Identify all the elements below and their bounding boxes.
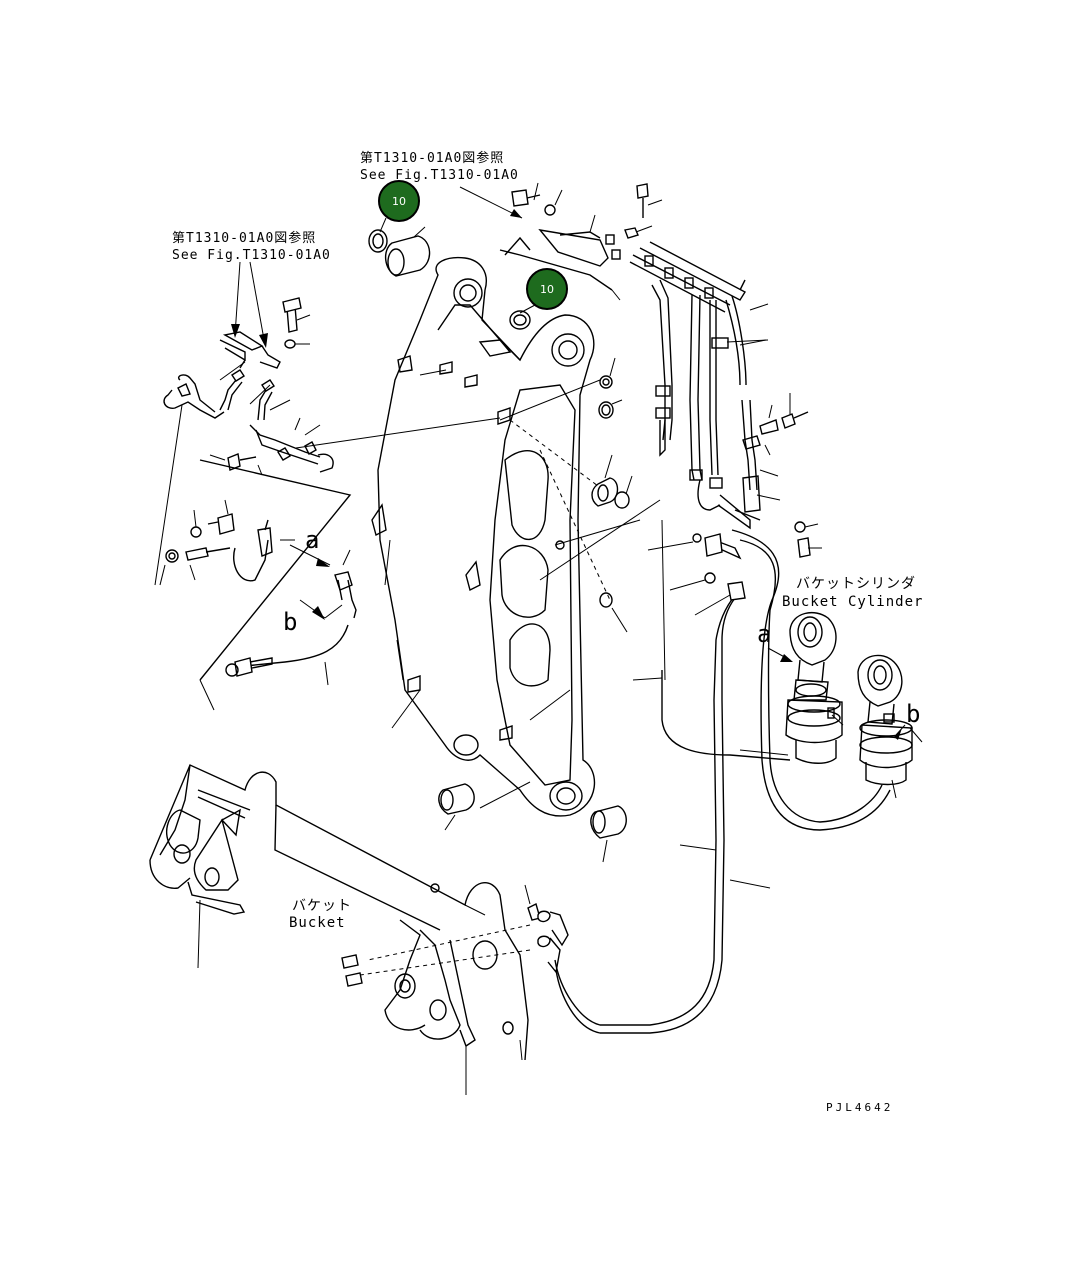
cylinder-a-label: a (757, 620, 771, 648)
right-bushings (555, 357, 633, 633)
callout-number: 10 (392, 195, 406, 208)
bucket-jp: バケット (292, 898, 352, 914)
bucket-cylinder-b (857, 654, 913, 786)
bottom-bushings (438, 781, 627, 863)
left-reference-en: See Fig.T1310-01A0 (172, 248, 331, 263)
left-hose (159, 499, 357, 686)
top-bolt-assembly (499, 182, 621, 301)
right-piping (624, 183, 822, 681)
view-b-label: b (283, 608, 297, 636)
bucket-en: Bucket (289, 915, 346, 931)
reference-arrows (231, 186, 523, 348)
bucket-bracket (149, 764, 529, 1095)
top-bushing (368, 226, 531, 330)
main-arm-link (371, 256, 596, 817)
left-piping (154, 297, 501, 711)
bucket-fittings (341, 884, 569, 987)
callout-10-upper[interactable]: 10 (378, 180, 420, 222)
bucket-cylinder-a (785, 611, 844, 764)
drawing-code: PJL4642 (826, 1101, 893, 1114)
callout-circle (526, 268, 568, 310)
bucket-cylinder-en: Bucket Cylinder (782, 594, 923, 610)
cylinder-hoses (554, 529, 891, 1034)
callout-10-lower[interactable]: 10 (526, 268, 568, 310)
main-arm-leaders (391, 369, 661, 729)
bucket-cylinder-jp: バケットシリンダ (796, 576, 916, 592)
callout-circle (378, 180, 420, 222)
cylinder-b-label: b (906, 700, 920, 728)
top-reference-jp: 第T1310-01A0図参照 (360, 150, 504, 166)
left-reference-jp: 第T1310-01A0図参照 (172, 230, 316, 246)
callout-number: 10 (540, 283, 554, 296)
top-reference-en: See Fig.T1310-01A0 (360, 168, 519, 183)
view-a-label: a (305, 526, 319, 554)
